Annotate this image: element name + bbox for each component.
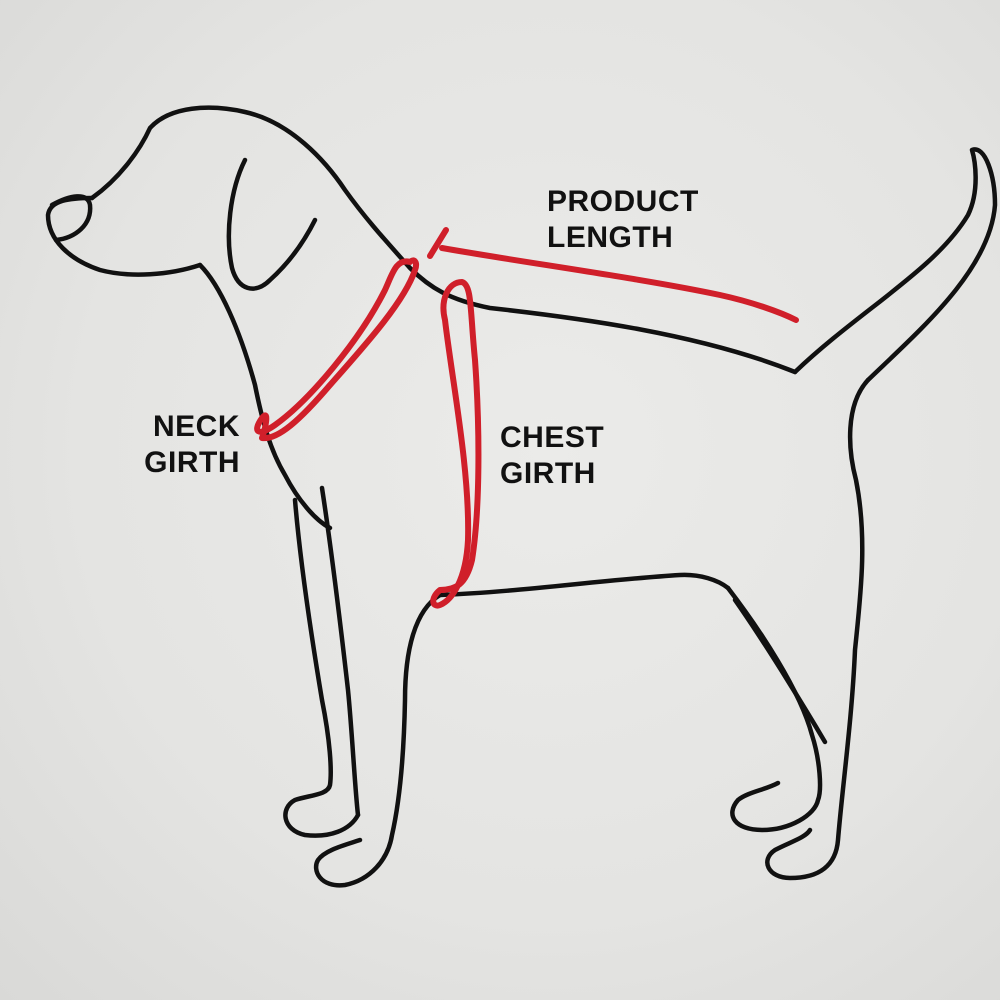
dog-nose [49,194,93,243]
dog-outline-tail [792,147,998,383]
product-length-label: PRODUCT LENGTH [547,184,699,256]
dog-outline-front-leg [283,497,361,838]
dog-outline-hind-inner2 [732,597,828,745]
neck-girth-label-line2: GIRTH [144,446,240,479]
chest-girth-label-line1: CHEST [500,421,605,454]
dog-outline-rear [765,377,871,881]
neck-girth-loop [254,257,420,442]
chest-girth-label: CHEST GIRTH [500,420,604,492]
product-length-label-line2: LENGTH [547,221,674,254]
dog-ear [226,157,318,291]
dog-outline-front-leg2 [313,592,443,888]
product-length-line [439,245,799,323]
neck-girth-label: NECK GIRTH [138,409,240,481]
dog-outline-belly [437,572,731,598]
product-length-label-line1: PRODUCT [547,185,699,218]
neck-girth-label-line1: NECK [152,410,240,443]
dog-outline-front-leg-inner [319,485,361,818]
product-length-tick [427,227,449,259]
chest-girth-label-line2: GIRTH [500,457,596,490]
dog-outline-back [89,105,798,375]
chest-girth-loop [430,279,482,609]
